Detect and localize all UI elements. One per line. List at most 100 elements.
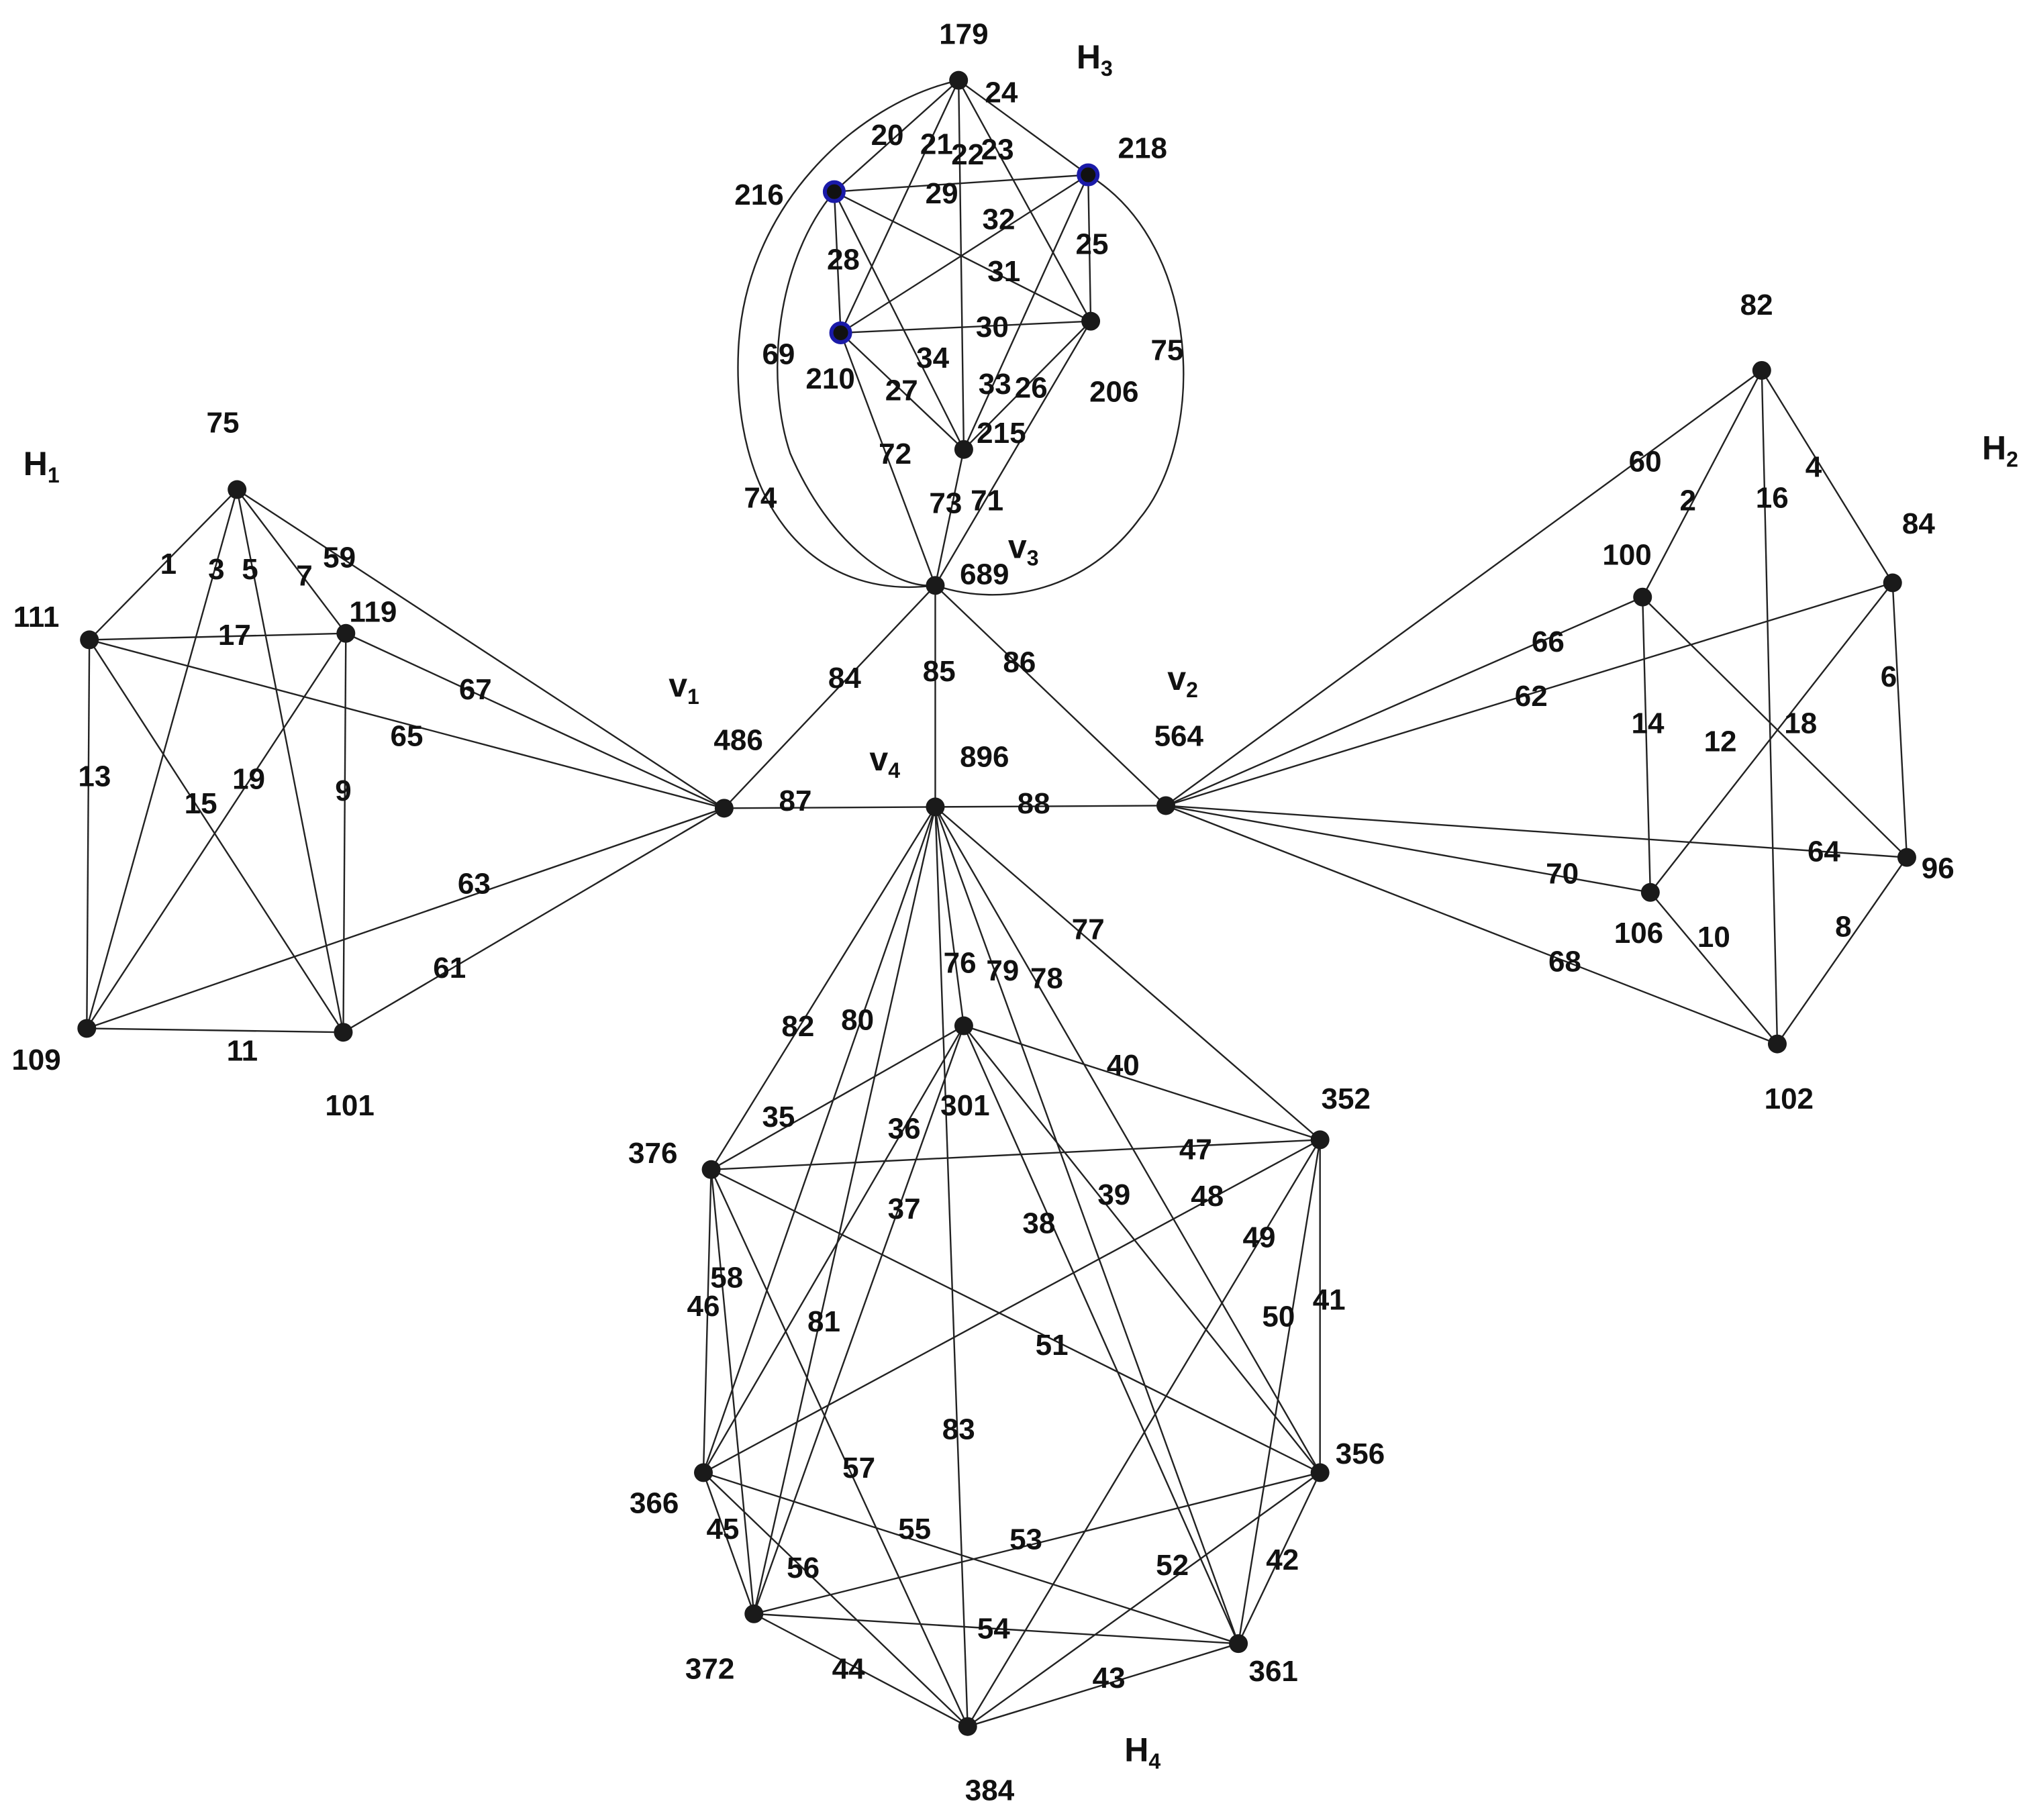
edge-37 bbox=[753, 1025, 965, 1615]
edge-75 bbox=[935, 175, 1183, 595]
name-v4: v4 bbox=[869, 740, 900, 782]
edge-16 bbox=[1761, 370, 1779, 1044]
edge-label-4: 4 bbox=[1806, 450, 1822, 483]
edge-70 bbox=[1165, 805, 1651, 893]
edge-label-6: 6 bbox=[1881, 660, 1897, 693]
edge-3 bbox=[86, 489, 238, 1029]
edge-5 bbox=[236, 489, 344, 1033]
edge-7 bbox=[236, 489, 347, 634]
edge-label-80: 80 bbox=[841, 1003, 874, 1036]
edge-48 bbox=[703, 1139, 1321, 1474]
edge-84 bbox=[723, 585, 936, 809]
vertex-label-119: 119 bbox=[349, 595, 397, 628]
edge-label-62: 62 bbox=[1515, 680, 1548, 713]
vertex-label-384: 384 bbox=[965, 1774, 1015, 1807]
edge-label-12: 12 bbox=[1704, 725, 1737, 758]
edge-45 bbox=[702, 1472, 755, 1615]
vertex-label-564: 564 bbox=[1154, 720, 1204, 753]
edge-29 bbox=[834, 174, 1089, 193]
edge-label-60: 60 bbox=[1629, 446, 1662, 478]
edge-80 bbox=[702, 806, 936, 1473]
name-v1: v1 bbox=[669, 666, 699, 709]
edge-53 bbox=[753, 1472, 1320, 1615]
edge-label-34: 34 bbox=[916, 342, 949, 374]
vertex-119 bbox=[336, 623, 356, 643]
edge-label-64: 64 bbox=[1808, 835, 1840, 868]
vertex-label-356: 356 bbox=[1336, 1437, 1385, 1470]
vertex-301 bbox=[954, 1016, 973, 1035]
edge-8 bbox=[1776, 856, 1908, 1045]
edge-label-45: 45 bbox=[706, 1513, 739, 1546]
edge-label-15: 15 bbox=[185, 787, 217, 820]
edge-label-27: 27 bbox=[885, 374, 918, 407]
edge-label-70: 70 bbox=[1546, 857, 1579, 890]
edge-label-5: 5 bbox=[242, 553, 258, 586]
name-v2: v2 bbox=[1167, 660, 1198, 702]
name-subscript: 2 bbox=[2006, 448, 2018, 472]
edge-label-36: 36 bbox=[888, 1113, 921, 1146]
edge-25 bbox=[1087, 174, 1092, 321]
edge-88 bbox=[935, 805, 1167, 808]
edge-73 bbox=[934, 449, 965, 586]
edge-28 bbox=[833, 191, 842, 334]
edge-label-65: 65 bbox=[391, 720, 424, 753]
edge-label-53: 53 bbox=[1009, 1523, 1042, 1556]
edge-label-28: 28 bbox=[827, 243, 860, 276]
vertex-564 bbox=[1156, 796, 1175, 815]
edge-30 bbox=[840, 320, 1091, 334]
edge-label-8: 8 bbox=[1835, 910, 1851, 943]
edge-label-23: 23 bbox=[981, 133, 1014, 166]
edge-label-43: 43 bbox=[1093, 1662, 1126, 1695]
vertex-label-361: 361 bbox=[1248, 1655, 1297, 1688]
edge-14 bbox=[1642, 597, 1652, 893]
edge-59 bbox=[236, 489, 725, 809]
edge-23 bbox=[958, 80, 1092, 322]
name-subscript: 4 bbox=[1148, 1750, 1160, 1774]
name-base: v bbox=[1167, 660, 1186, 697]
edge-label-68: 68 bbox=[1548, 946, 1581, 978]
edge-40 bbox=[963, 1025, 1321, 1141]
vertex-356 bbox=[1310, 1463, 1330, 1482]
edge-label-11: 11 bbox=[227, 1035, 258, 1068]
edge-label-86: 86 bbox=[1003, 646, 1036, 679]
edges-layer bbox=[86, 79, 1908, 1727]
vertex-366 bbox=[693, 1463, 713, 1482]
edge-69 bbox=[777, 192, 935, 586]
edge-label-33: 33 bbox=[979, 368, 1011, 401]
edge-label-87: 87 bbox=[779, 785, 812, 817]
edge-label-88: 88 bbox=[1018, 787, 1050, 820]
edge-81 bbox=[753, 807, 936, 1615]
edge-52 bbox=[967, 1472, 1321, 1727]
edge-58 bbox=[710, 1169, 755, 1614]
edge-label-24: 24 bbox=[985, 77, 1018, 109]
edge-label-38: 38 bbox=[1022, 1207, 1055, 1240]
name-base: H bbox=[1124, 1731, 1148, 1768]
vertex-75 bbox=[228, 480, 247, 499]
edge-20 bbox=[834, 79, 960, 193]
vertex-label-218: 218 bbox=[1118, 132, 1167, 165]
vertex-102 bbox=[1767, 1034, 1787, 1054]
edge-label-16: 16 bbox=[1756, 482, 1789, 515]
edge-2 bbox=[1642, 370, 1763, 598]
edge-9 bbox=[342, 633, 347, 1033]
edge-label-56: 56 bbox=[787, 1552, 820, 1584]
name-base: H bbox=[1982, 429, 2006, 467]
edge-label-44: 44 bbox=[832, 1652, 865, 1685]
edge-19 bbox=[86, 633, 347, 1029]
vertex-label-102: 102 bbox=[1765, 1082, 1814, 1115]
edge-79 bbox=[934, 806, 1240, 1644]
edge-label-76: 76 bbox=[944, 946, 977, 979]
edge-label-54: 54 bbox=[977, 1612, 1010, 1645]
name-h2: H2 bbox=[1982, 429, 2018, 472]
name-base: H bbox=[1077, 38, 1101, 76]
edge-31 bbox=[834, 191, 1091, 322]
vertex-689 bbox=[926, 576, 945, 595]
vertex-label-206: 206 bbox=[1089, 375, 1138, 408]
edge-label-46: 46 bbox=[687, 1290, 720, 1323]
edge-label-61: 61 bbox=[433, 952, 466, 984]
edge-47 bbox=[711, 1139, 1320, 1170]
vertices-layer bbox=[77, 70, 1916, 1736]
edge-71 bbox=[934, 321, 1092, 586]
edge-4 bbox=[1761, 370, 1893, 584]
